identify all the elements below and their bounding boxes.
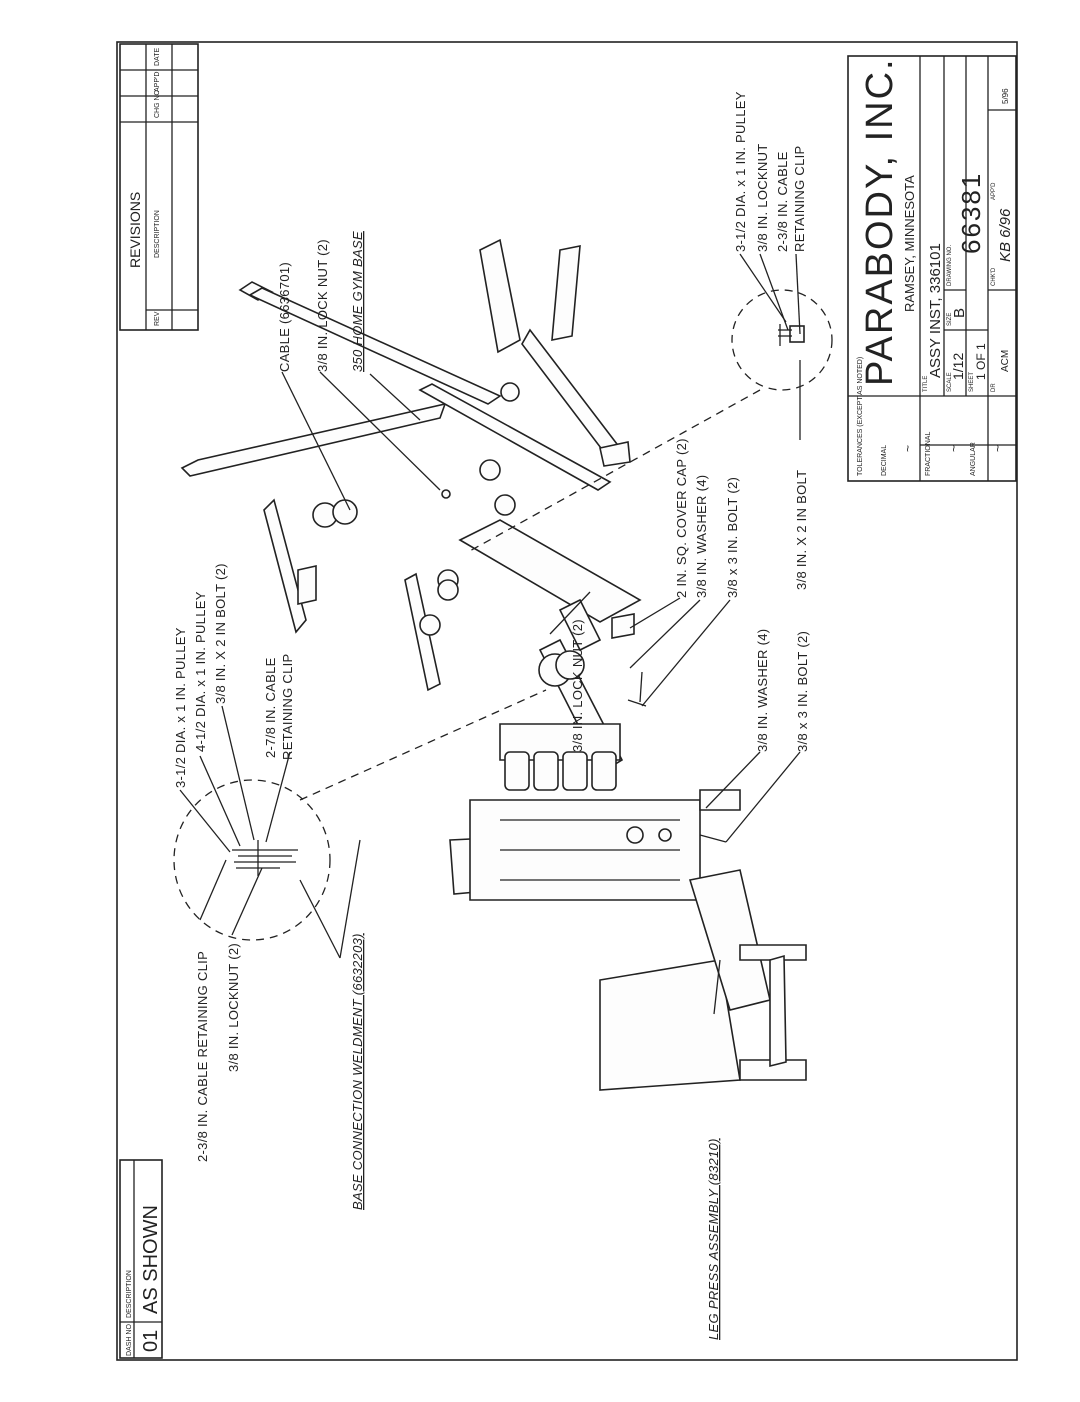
callout-base-bolt: 3/8 IN. X 2 IN BOLT (2) [213,563,228,704]
callout-gym-base: 350 HOME GYM BASE [350,231,365,372]
callout-bolt-mid: 3/8 x 3 IN. BOLT (2) [725,477,740,598]
callout-lock-nut-top: 3/8 IN. LOCK NUT (2) [315,239,330,372]
callout-washer-low: 3/8 IN. WASHER (4) [755,629,770,752]
callout-cover-cap: 2 IN. SQ. COVER CAP (2) [674,438,689,598]
drawn-by: ACM [1000,350,1011,372]
size-value: B [951,308,968,318]
callout-bolt-low: 3/8 x 3 IN. BOLT (2) [795,631,810,752]
leg-press-assembly [449,723,807,1091]
company-name: PARABODY, INC. [859,57,901,386]
callout-base-clip-278-a: 2-7/8 IN. CABLE [263,657,278,758]
callout-right-clip-b: RETAINING CLIP [792,145,807,252]
fractional-tolerance: ~ [947,445,961,452]
sheet-label: SHEET [969,372,975,392]
checked-initials: KB 6/96 [997,208,1014,262]
revisions-title: REVISIONS [127,192,143,268]
detail-circle-left [173,689,547,941]
drawing-number: 66381 [956,172,986,254]
callout-right-bolt: 3/8 IN. X 2 IN BOLT [794,470,809,590]
revisions-block: REVISIONS REV DESCRIPTION CHG NO APP'D D… [119,43,199,331]
dash-no-header: DASH NO [126,1324,133,1356]
callout-base-locknut: 3/8 IN. LOCKNUT (2) [226,943,241,1072]
rev-col-rev: REV [154,311,161,326]
rev-col-date: DATE [154,48,161,66]
detail-circle-right [467,289,833,553]
sheet-value: 1 OF 1 [974,343,988,380]
description-header: DESCRIPTION [126,1270,133,1318]
rev-col-description: DESCRIPTION [154,210,161,258]
callout-base-clip: 2-3/8 IN. CABLE RETAINING CLIP [195,951,210,1162]
dash-description-value: AS SHOWN [140,1205,162,1314]
callout-washer-mid: 3/8 IN. WASHER (4) [694,475,709,598]
callout-lock-nut-mid: 3/8 IN. LOCK NUT (2) [570,619,585,752]
drawing-date: 5/96 [1001,88,1010,104]
scale-value: 1/12 [950,353,966,380]
dash-no-value: 01 [140,1330,162,1352]
tolerances-label: TOLERANCES (EXCEPT AS NOTED) [857,357,864,476]
callout-right-clip-a: 2-3/8 IN. CABLE [775,151,790,252]
size-label: SIZE [947,313,953,326]
angular-tolerance: ~ [991,445,1005,452]
callout-base-clip-278-b: RETAINING CLIP [280,653,295,760]
title-block: TOLERANCES (EXCEPT AS NOTED) DECIMAL ~ F… [847,55,1017,482]
dr-label: DR [991,383,997,392]
callouts: 2-3/8 IN. CABLE RETAINING CLIP 3/8 IN. L… [173,91,810,1340]
fractional-label: FRACTIONAL [925,432,932,476]
callout-leg-press: LEG PRESS ASSEMBLY (83210) [706,1138,721,1340]
callout-base-pulley-3: 3-1/2 DIA. x 1 IN. PULLEY [173,627,188,788]
scale-label: SCALE [947,372,953,392]
callout-cable: CABLE (6636701) [277,262,292,372]
decimal-label: DECIMAL [881,445,888,476]
drawing-border [116,41,1018,1361]
title-label: TITLE [923,376,929,392]
chkd-label: CHK'D [991,267,997,286]
drawing-title: ASSY INST, 336101 [927,243,944,378]
rev-col-appd: APP'D [154,72,161,92]
appd-label: APP'D [991,182,997,200]
rev-col-chg-no: CHG NO [154,89,161,118]
callout-base-pulley-4: 4-1/2 DIA. x 1 IN. PULLEY [193,591,208,752]
callout-right-locknut: 3/8 IN. LOCKNUT [755,143,770,252]
dash-block: DASH NO DESCRIPTION 01 AS SHOWN [119,1159,163,1359]
leader-lines [179,253,801,1015]
angular-label: ANGULAR [970,442,977,476]
callout-base-weldment: BASE CONNECTION WELDMENT (6632203) [350,933,365,1210]
drawing-no-label: DRAWING NO. [947,245,953,286]
gym-base-frame [180,238,631,692]
callout-right-pulley: 3-1/2 DIA. x 1 IN. PULLEY [733,91,748,252]
decimal-tolerance: ~ [901,445,915,452]
company-location: RAMSEY, MINNESOTA [902,175,917,312]
